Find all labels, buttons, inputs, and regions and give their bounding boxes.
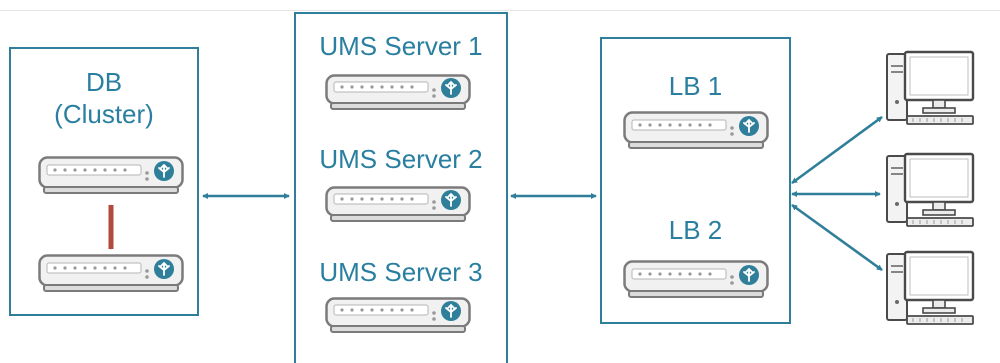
lb-1-label: LB 1: [668, 71, 723, 101]
client-pc-1-icon: [886, 50, 975, 125]
ums-server-1-label: UMS Server 1: [319, 31, 483, 61]
lb-2-server-icon: [623, 260, 769, 298]
lb-1-server-icon: [623, 111, 769, 149]
ums-server-2-label: UMS Server 2: [319, 144, 483, 174]
db-title: DB: [85, 67, 123, 97]
ums-server-3-label: UMS Server 3: [319, 257, 483, 287]
ums-server-3-icon: [325, 297, 471, 333]
lb-pc1-arrow: [791, 115, 883, 185]
client-pc-3-icon: [886, 250, 975, 325]
db-subtitle: (Cluster): [54, 99, 154, 129]
ums-server-1-icon: [325, 74, 471, 110]
top-divider: [0, 10, 1000, 11]
lb-pc3-arrow: [791, 203, 883, 272]
ums-server-2-icon: [325, 186, 471, 222]
lb-2-label: LB 2: [668, 215, 723, 245]
db-node-2-server-icon: [38, 254, 184, 292]
db-node-1-server-icon: [38, 156, 184, 194]
client-pc-2-icon: [886, 152, 975, 227]
